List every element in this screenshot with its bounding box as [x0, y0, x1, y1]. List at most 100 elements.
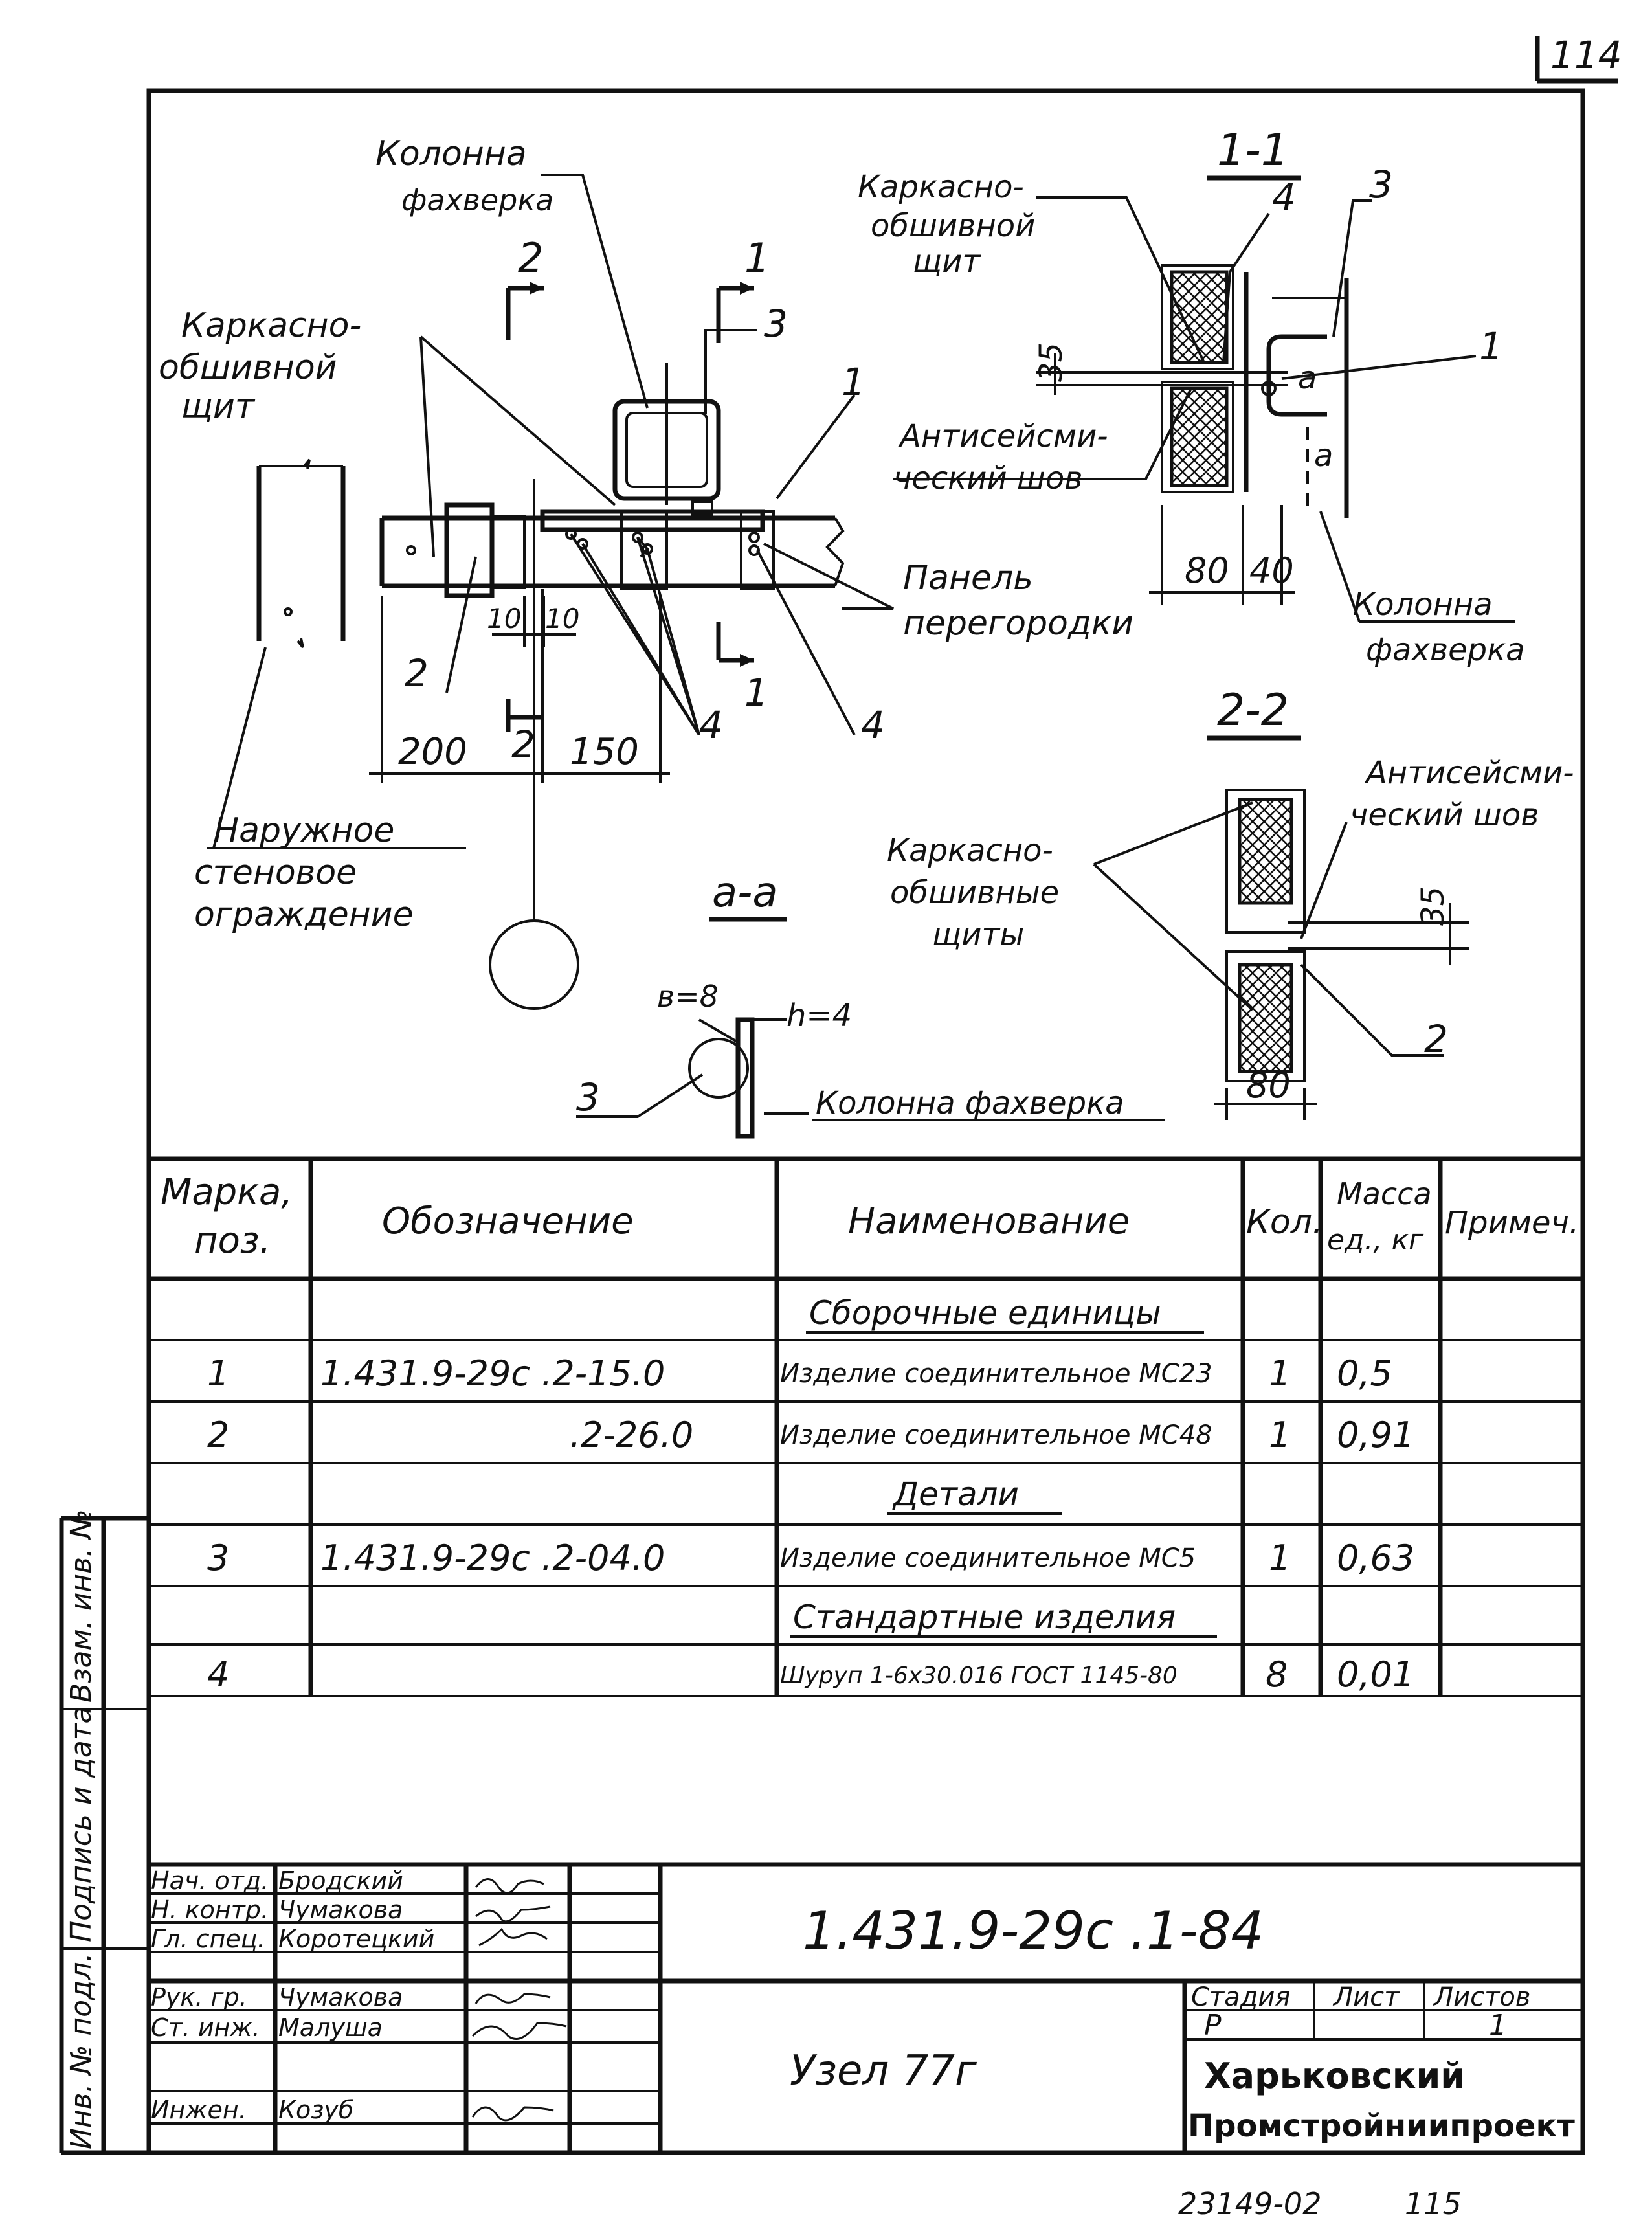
row-4-designation: 1.431.9-29с .2-04.0: [320, 1538, 665, 1578]
section-2-2-seam-l2: ческий шов: [1350, 797, 1539, 833]
header-qty: Кол.: [1246, 1203, 1323, 1242]
section-a-a: а-а в=8 h=4 Колонна фахверка 3: [576, 869, 1165, 1139]
header-mark-l1: Марка,: [161, 1171, 293, 1213]
row-4-name: Изделие соединительное МС5: [780, 1543, 1196, 1573]
header-name: Наименование: [848, 1200, 1130, 1242]
header-mark-l2: поз.: [194, 1220, 271, 1262]
section-a-a-title: а-а: [712, 869, 778, 917]
dim-35-section-2-2: 35: [1415, 886, 1451, 926]
section-1-1-callout-3: 3: [1369, 162, 1393, 207]
section-1-1-seam-l1: Антисейсми-: [898, 418, 1108, 454]
section-mark-2-top: 2: [518, 234, 543, 282]
row-2-qty: 1: [1269, 1415, 1291, 1455]
weld-a2: a: [1314, 438, 1333, 474]
row-3-name: Детали: [892, 1475, 1019, 1513]
row-2-mass: 0,91: [1337, 1415, 1414, 1455]
section-2-2-seam-l1: Антисейсми-: [1364, 755, 1574, 791]
page-number: 115: [1405, 2186, 1462, 2221]
row-2-designation: .2-26.0: [570, 1415, 693, 1455]
dim-10a: 10: [487, 603, 521, 634]
section-2-2-shields-l1: Каркасно-: [887, 833, 1053, 869]
footer: 23149-02 115: [1178, 2186, 1462, 2221]
section-a-a-callout-3: 3: [576, 1075, 600, 1119]
section-1-1-title: 1-1: [1217, 125, 1289, 176]
staff-4-name: Малуша: [278, 2013, 383, 2042]
section-1-1-shield-l1: Каркасно-: [858, 169, 1024, 205]
title-block: Нач. отд. Бродский Н. контр. Чумакова Гл…: [149, 1862, 1583, 2153]
row-0-name: Сборочные единицы: [809, 1294, 1161, 1332]
section-mark-1-top: 1: [744, 234, 770, 282]
staff-6-name: Козуб: [278, 2096, 353, 2124]
staff-1-name: Чумакова: [278, 1896, 403, 1924]
row-6-qty: 8: [1266, 1654, 1288, 1695]
document-code: 1.431.9-29с .1-84: [803, 1901, 1264, 1961]
section-1-1-shield-l3: щит: [913, 243, 981, 280]
dim-40-section-1-1: 40: [1249, 550, 1294, 591]
section-mark-1-bottom: 1: [744, 671, 768, 715]
row-2-mark: 2: [207, 1415, 229, 1455]
staff-3-name: Чумакова: [278, 1983, 403, 2011]
section-a-a-column: Колонна фахверка: [816, 1085, 1124, 1121]
section-2-2-shields-l2: обшивные: [890, 875, 1059, 911]
dim-10b: 10: [545, 603, 579, 634]
label-column-l2: фахверка: [401, 183, 553, 218]
row-6-name: Шуруп 1-6х30.016 ГОСТ 1145-80: [780, 1663, 1178, 1689]
label-shield-l3: щит: [181, 387, 256, 426]
section-2-2-shields-l3: щиты: [932, 917, 1024, 953]
margin-replace-label: Взам. инв. №: [65, 1509, 98, 1703]
signatures: [471, 1878, 567, 2122]
row-1-mass: 0,5: [1337, 1353, 1392, 1394]
section-1-1-callout-4: 4: [1272, 175, 1296, 219]
row-6-mark: 4: [207, 1654, 229, 1695]
staff-3-role: Рук. гр.: [151, 1983, 247, 2011]
weld-b: в=8: [657, 979, 719, 1014]
section-1-1-callout-1: 1: [1479, 324, 1503, 368]
drawing-frame: [146, 88, 1585, 2155]
label-partition-l1: Панель: [903, 559, 1033, 598]
row-4-mark: 3: [207, 1538, 229, 1578]
section-1-1-shield-l2: обшивной: [871, 208, 1035, 244]
section-2-2: 2-2 35 80 Антисейсми- ческий шов Каркасн…: [887, 685, 1574, 1120]
dim-35-section-1-1: 35: [1033, 342, 1069, 382]
staff-1-role: Н. контр.: [151, 1896, 269, 1924]
label-partition-l2: перегородки: [903, 604, 1133, 643]
weld-h: h=4: [787, 998, 852, 1034]
section-2-2-title: 2-2: [1217, 685, 1289, 736]
label-column-l1: Колонна: [375, 135, 527, 174]
stage-header: Стадия: [1191, 1982, 1290, 2012]
row-1-mark: 1: [207, 1353, 229, 1394]
row-4-mass: 0,63: [1337, 1538, 1414, 1578]
header-mass-l1: Масса: [1337, 1176, 1432, 1211]
stage-value: Р: [1204, 2009, 1222, 2042]
section-mark-2-bottom: 2: [511, 722, 535, 767]
spec-table: Марка, поз. Обозначение Наименование Кол…: [149, 1156, 1583, 1697]
section-1-1: 1-1 35 a a 80 40 Каркасно- о: [858, 125, 1525, 668]
sheet-header: Лист: [1332, 1982, 1400, 2012]
archive-number: 23149-02: [1178, 2186, 1321, 2221]
header-note: Примеч.: [1445, 1205, 1579, 1241]
staff-2-name: Коротецкий: [278, 1925, 434, 1953]
section-1-1-seam-l2: ческий шов: [893, 460, 1083, 497]
sheets-header: Листов: [1433, 1982, 1530, 2012]
label-outer-wall-l1: Наружное: [214, 811, 394, 850]
row-1-name: Изделие соединительное МС23: [780, 1359, 1212, 1389]
row-5-name: Стандартные изделия: [793, 1598, 1176, 1636]
plan-view: 2 2 1 1 200 150 10 10: [159, 135, 1133, 1010]
staff-0-role: Нач. отд.: [151, 1866, 269, 1895]
row-2-name: Изделие соединительное МС48: [780, 1420, 1212, 1450]
weld-a1: a: [1298, 360, 1317, 396]
section-2-2-callout-2: 2: [1424, 1017, 1448, 1061]
row-6-mass: 0,01: [1337, 1654, 1414, 1695]
callout-4a: 4: [699, 703, 723, 747]
row-1-qty: 1: [1269, 1353, 1291, 1394]
section-1-1-column-l2: фахверка: [1366, 632, 1525, 668]
organization-l1: Харьковский: [1204, 2055, 1465, 2096]
row-4-qty: 1: [1269, 1538, 1291, 1578]
header-mass-l2: ед., кг: [1327, 1224, 1424, 1257]
label-outer-wall-l3: ограждение: [194, 895, 414, 934]
dim-150: 150: [570, 731, 639, 773]
svg-text:114: 114: [1550, 33, 1622, 77]
row-1-designation: 1.431.9-29с .2-15.0: [320, 1353, 665, 1394]
label-outer-wall-l2: стеновое: [194, 853, 357, 892]
